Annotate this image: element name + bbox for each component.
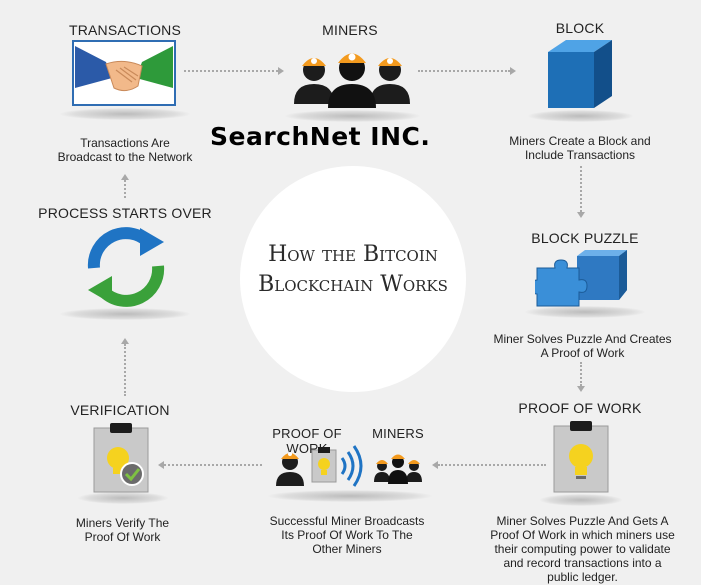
proof-caption-line-3: their computing power to validate [494,542,671,556]
connector-block-puzzle [580,166,582,212]
restart-title: PROCESS STARTS OVER [38,205,212,221]
lightbulb-clipboard-icon [553,421,609,493]
puzzle-piece-icon [535,250,627,307]
handshake-icon [72,40,176,106]
restart-shadow [60,308,190,320]
refresh-cycle-icon [87,227,165,307]
block-puzzle-caption-line-1: Miner Solves Puzzle And Creates [493,332,672,346]
broadcast-caption: Successful Miner Broadcasts Its Proof Of… [252,514,442,556]
verification-title: VERIFICATION [70,402,170,418]
proof-caption-line-2: Proof Of Work in which miners use [490,528,675,542]
miners-group-icon [294,53,410,108]
connector-proof-broadcast [438,464,546,466]
transactions-title: TRANSACTIONS [68,22,182,38]
verification-shadow [78,492,168,504]
transactions-caption-line-2: Broadcast to the Network [57,150,193,164]
proof-of-work-title: PROOF OF WORK [518,400,642,416]
transactions-caption-line-1: Transactions Are [80,136,170,150]
block-caption: Miners Create a Block and Include Transa… [490,134,670,162]
block-caption-line-1: Miners Create a Block and [509,134,651,148]
miners-title: MINERS [322,22,378,38]
proof-caption-line-5: public ledger. [547,570,618,584]
broadcast-miners-title: MINERS [372,426,424,441]
verification-caption-line-2: Proof Of Work [84,530,161,544]
diagram-title: How the Bitcoin Blockchain Works [200,240,506,300]
arrow-left-icon [432,461,438,469]
single-miner-icon [276,452,304,486]
proof-of-work-shadow [540,494,622,506]
verification-caption-line-1: Miners Verify The [75,516,170,530]
broadcast-caption-line-1: Successful Miner Broadcasts [269,514,425,528]
arrow-right-icon [510,67,516,75]
transactions-shadow [60,108,190,120]
arrow-left-icon [158,461,164,469]
cube-block-icon [548,40,612,108]
connector-transactions-miners [184,70,278,72]
broadcast-shadow [268,490,432,502]
center-circle [240,166,466,392]
block-puzzle-title: BLOCK PUZZLE [531,230,639,246]
arrow-up-icon [121,338,129,344]
proof-caption-line-1: Miner Solves Puzzle And Gets A [496,514,669,528]
connector-restart-transactions [124,180,126,198]
broadcast-caption-line-3: Other Miners [312,542,382,556]
block-puzzle-shadow [525,306,645,318]
connector-miners-block [418,70,510,72]
broadcast-icon [276,445,422,487]
block-title: BLOCK [555,20,605,36]
arrow-down-icon [577,212,585,218]
block-caption-line-2: Include Transactions [524,148,636,162]
arrow-down-icon [577,386,585,392]
block-puzzle-caption-line-2: A Proof of Work [540,346,625,360]
verification-caption: Miners Verify The Proof Of Work [40,516,205,544]
broadcast-caption-line-2: Its Proof Of Work To The [281,528,413,542]
block-shadow [528,110,633,122]
miners-shadow [285,110,420,122]
arrow-up-icon [121,174,129,180]
connector-puzzle-proof [580,362,582,386]
broadcast-proof-title: PROOF OF WORK [272,426,342,456]
block-puzzle-caption: Miner Solves Puzzle And Creates A Proof … [470,332,695,360]
arrow-right-icon [278,67,284,75]
proof-of-work-caption: Miner Solves Puzzle And Gets A Proof Of … [475,514,690,584]
proof-caption-line-4: and record transactions into a [503,556,662,570]
transactions-caption: Transactions Are Broadcast to the Networ… [40,136,210,164]
connector-verification-restart [124,344,126,396]
diagram-title-line-2: Blockchain Works [258,272,448,297]
connector-broadcast-verification [164,464,262,466]
diagram-title-line-1: How the Bitcoin [268,242,438,267]
verified-clipboard-icon [93,423,149,493]
company-watermark: SearchNet INC. [210,122,431,151]
